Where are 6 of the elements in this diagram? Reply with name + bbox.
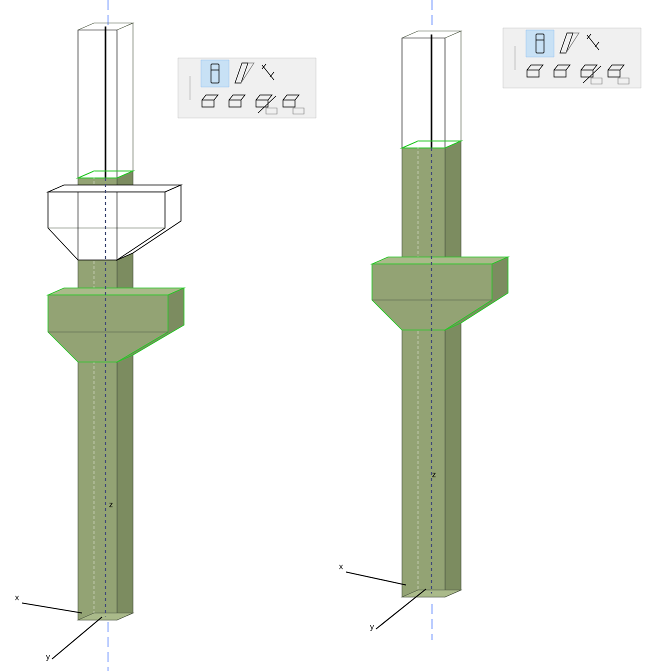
axis-label: y: [46, 655, 50, 661]
axis-label: z: [432, 472, 436, 478]
axis-label: y: [370, 625, 374, 631]
axis-label: x: [339, 564, 343, 570]
axis-label: x: [15, 596, 19, 600]
axis-label: z: [109, 502, 113, 508]
